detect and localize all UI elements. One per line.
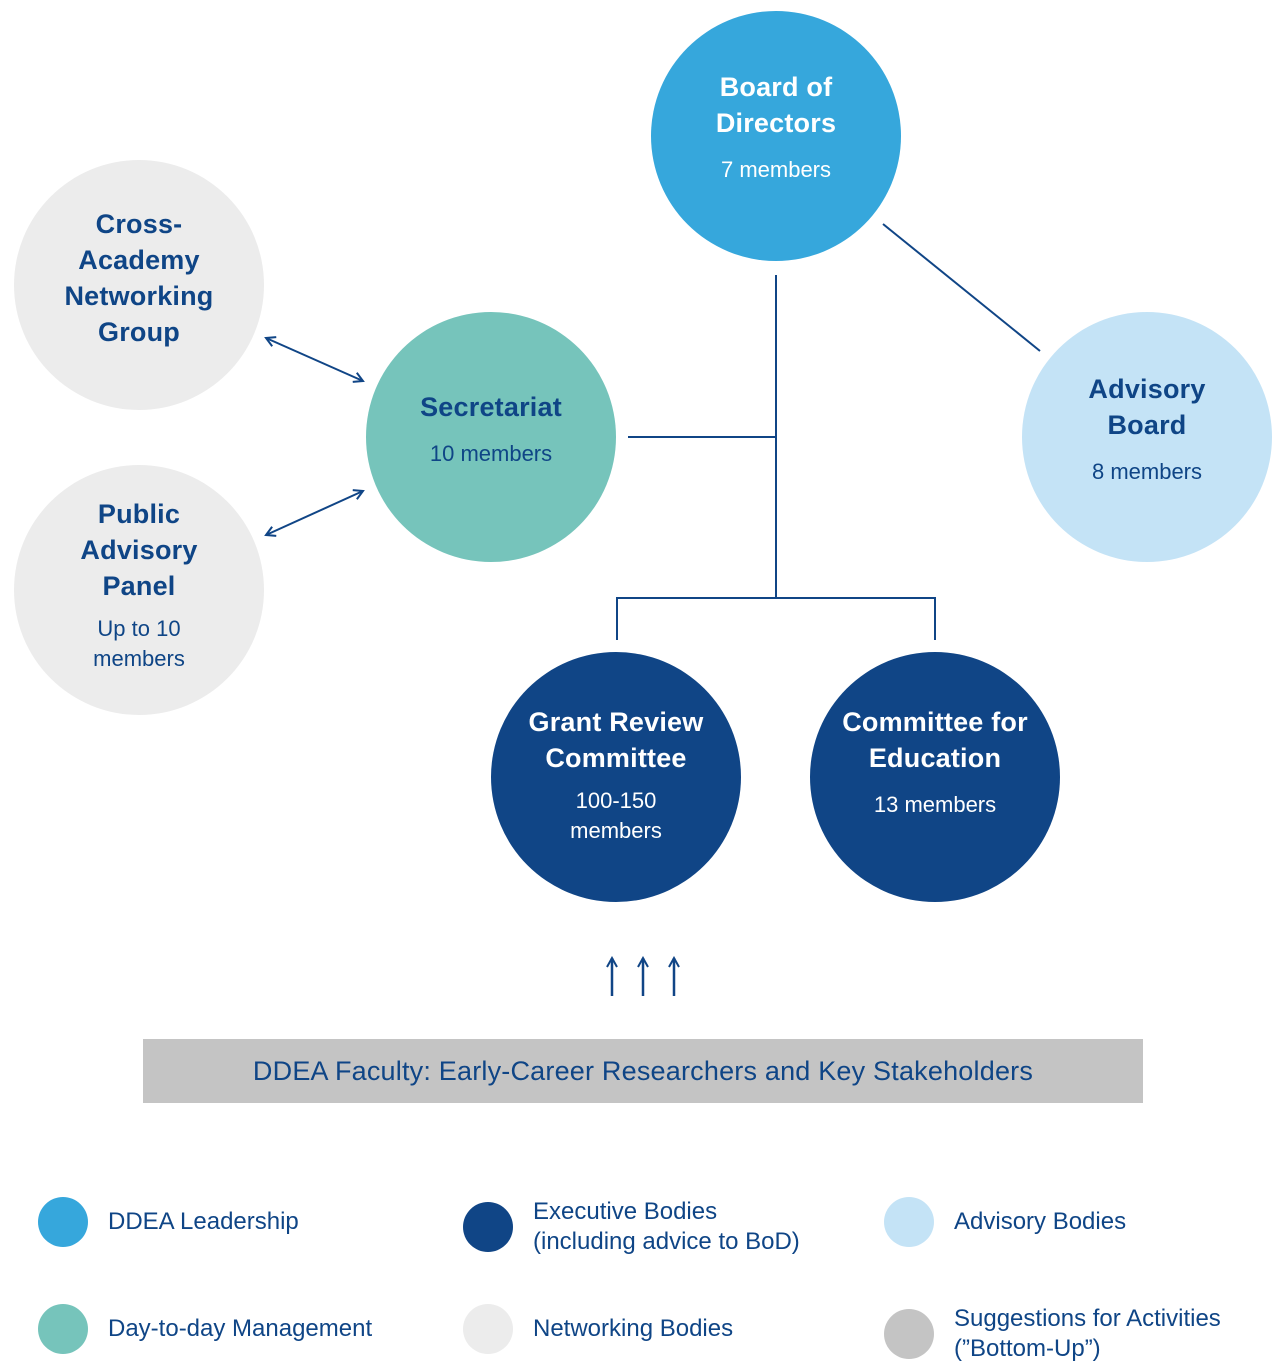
node-title: Advisory Board bbox=[1088, 374, 1206, 440]
node-committee-for-education: Committee for Education 13 members bbox=[810, 652, 1060, 902]
legend-swatch bbox=[884, 1197, 934, 1247]
node-secretariat: Secretariat 10 members bbox=[366, 312, 616, 562]
node-public-advisory-panel: Public Advisory Panel Up to 10 members bbox=[14, 465, 264, 715]
node-title: Committee for Education bbox=[842, 707, 1028, 773]
node-subtitle: 13 members bbox=[873, 792, 997, 817]
legend-label: DDEA Leadership bbox=[108, 1208, 299, 1235]
node-title: Secretariat bbox=[420, 392, 562, 422]
node-title: Grant Review Committee bbox=[528, 707, 704, 773]
faculty-banner: DDEA Faculty: Early-Career Researchers a… bbox=[143, 1039, 1143, 1103]
legend-swatch bbox=[884, 1309, 934, 1359]
node-title: Cross-Academy Networking Group bbox=[64, 209, 214, 347]
node-subtitle: 100-150 members bbox=[570, 788, 662, 843]
legend-label: Day-to-day Management bbox=[108, 1315, 373, 1342]
legend-label: Suggestions for Activities (”Bottom-Up”) bbox=[954, 1305, 1221, 1362]
arrow-up-icon-group bbox=[612, 958, 674, 996]
advisory-board-line bbox=[882, 223, 1041, 352]
node-title: Board of Directors bbox=[715, 72, 837, 138]
node-title: Public Advisory Panel bbox=[80, 499, 198, 601]
node-subtitle: 8 members bbox=[1091, 459, 1203, 484]
legend-label: Executive Bodies (including advice to Bo… bbox=[533, 1198, 800, 1255]
node-subtitle: 7 members bbox=[720, 157, 832, 182]
legend-swatch bbox=[463, 1304, 513, 1354]
node-subtitle: 10 members bbox=[429, 441, 553, 466]
legend-item-networking: Networking Bodies bbox=[463, 1304, 733, 1354]
legend-swatch bbox=[38, 1197, 88, 1247]
legend-item-executive: Executive Bodies (including advice to Bo… bbox=[463, 1197, 800, 1257]
legend-item-advisory: Advisory Bodies bbox=[884, 1197, 1126, 1247]
legend-item-management: Day-to-day Management bbox=[38, 1304, 372, 1354]
legend-item-suggestions: Suggestions for Activities (”Bottom-Up”) bbox=[884, 1304, 1221, 1364]
faculty-banner-text: DDEA Faculty: Early-Career Researchers a… bbox=[252, 1055, 1034, 1086]
legend-swatch bbox=[38, 1304, 88, 1354]
legend-swatch bbox=[463, 1202, 513, 1252]
node-subtitle: Up to 10 members bbox=[93, 616, 185, 671]
legend-label: Advisory Bodies bbox=[954, 1208, 1127, 1235]
public-panel-arrow bbox=[266, 491, 363, 535]
node-board-of-directors: Board of Directors 7 members bbox=[651, 11, 901, 261]
legend-item-leadership: DDEA Leadership bbox=[38, 1197, 299, 1247]
node-cross-academy-networking-group: Cross-Academy Networking Group bbox=[14, 160, 264, 410]
node-advisory-board: Advisory Board 8 members bbox=[1022, 312, 1272, 562]
node-grant-review-committee: Grant Review Committee 100-150 members bbox=[491, 652, 741, 902]
legend-label: Networking Bodies bbox=[533, 1315, 734, 1342]
cross-academy-arrow bbox=[266, 338, 363, 381]
